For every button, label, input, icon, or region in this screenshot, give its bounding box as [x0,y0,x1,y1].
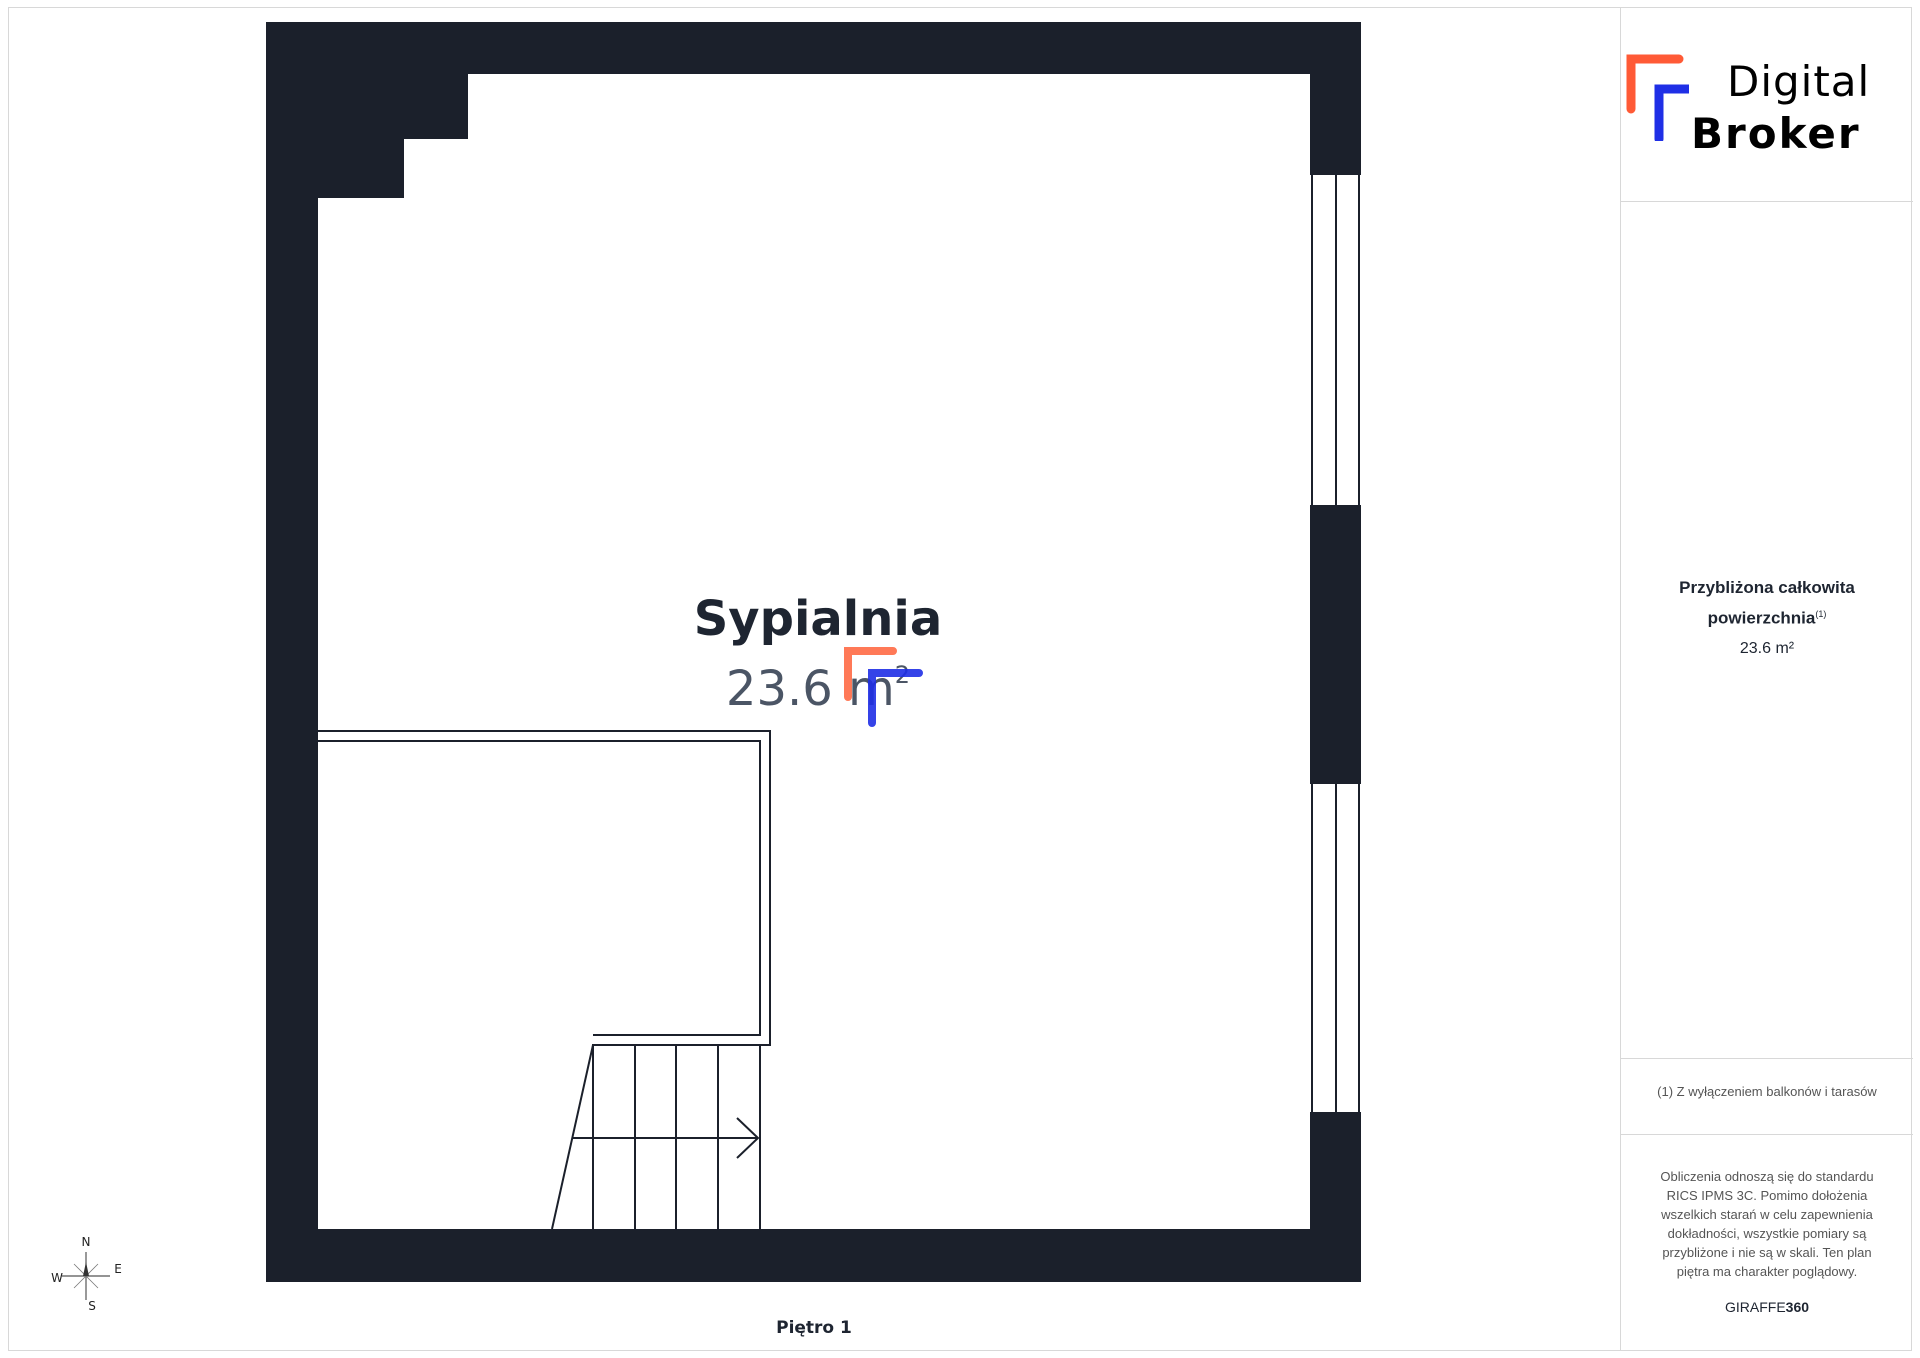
compass-north: N [82,1235,91,1249]
watermark-logo-mark [844,647,923,727]
room-area: 23.6 m2 [726,661,910,717]
panel-divider-top [1621,201,1913,202]
panel-divider-bottom [1621,1134,1913,1135]
window-upper [1310,175,1361,505]
room-name: Sypialnia [694,591,943,647]
compass-east: E [114,1262,122,1276]
area-footnote: (1) Z wyłączeniem balkonów i tarasów [1657,1084,1877,1099]
logo-mark-icon [1626,54,1689,141]
company-logo: Digital Broker [1621,7,1913,201]
logo-text-digital: Digital [1727,57,1871,106]
disclaimer-text: Obliczenia odnoszą się do standardu RICS… [1660,1169,1874,1279]
brand-mark: GIRAFFE360 [1724,1299,1810,1315]
total-area-block: Przybliżona całkowita powierzchnia(1) 23… [1621,575,1913,658]
page-frame [8,7,1912,1351]
compass-south: S [88,1299,96,1313]
total-area-title: Przybliżona całkowita powierzchnia(1) [1679,578,1855,628]
info-panel: Digital Broker Przybliżona całkowita pow… [1620,7,1913,1351]
panel-divider-middle [1621,1058,1913,1059]
exterior-walls [266,22,1361,1282]
window-lower [1310,784,1361,1112]
stair-direction-arrow [736,1117,760,1159]
floor-label: Piętro 1 [776,1318,852,1338]
staircase [551,1044,761,1230]
floor-plan-drawing: Sypialnia 23.6 m2 Piętro 1 N S E W [51,22,1361,1338]
compass-icon [62,1252,110,1300]
total-area-value: 23.6 m² [1739,639,1795,657]
logo-text-broker: Broker [1691,109,1861,158]
stair-railing [318,730,771,1229]
compass-west: W [51,1271,63,1285]
